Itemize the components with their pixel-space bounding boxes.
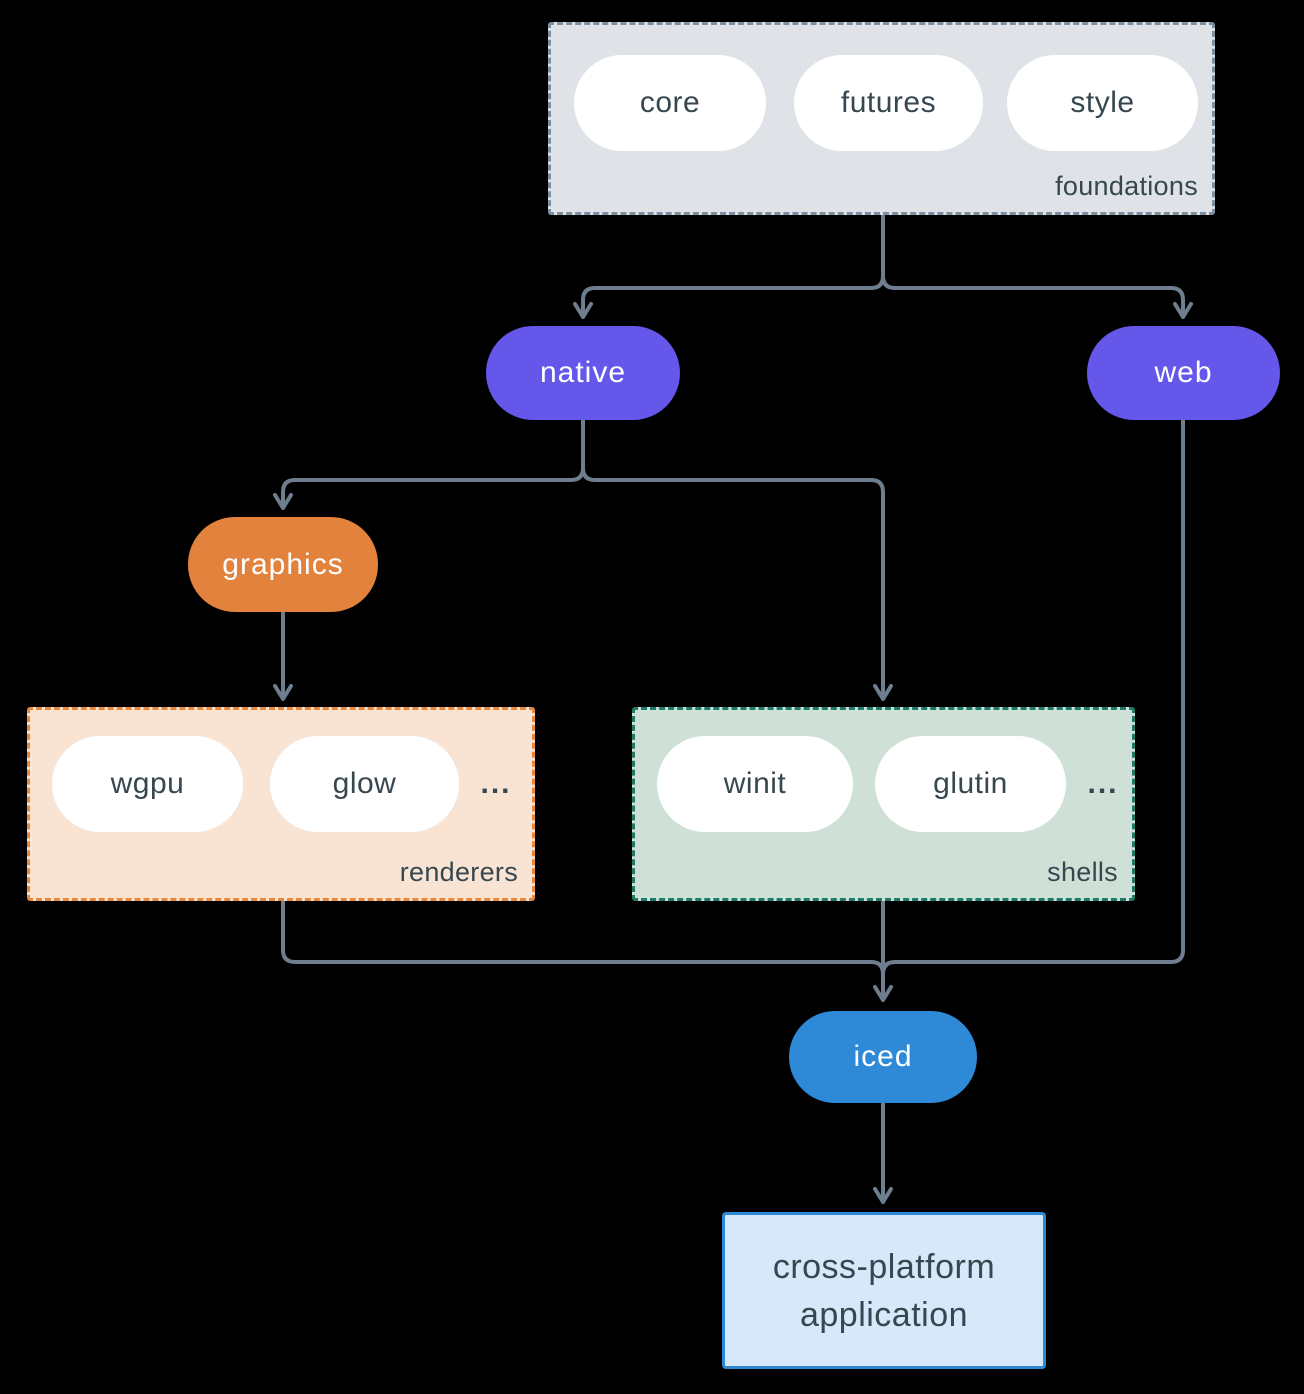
group-shells: winit glutin ... shells [632,707,1135,901]
node-style: style [1007,55,1198,151]
node-core: core [574,55,766,151]
edge-foundations-native [573,213,885,319]
group-foundations: core futures style foundations [548,22,1215,215]
edge-graphics-renderers [273,611,293,701]
node-native: native [486,326,680,420]
node-iced: iced [789,1011,977,1103]
node-futures: futures [794,55,983,151]
group-foundations-label: foundations [1055,171,1198,201]
node-glow: glow [270,736,459,832]
node-cross-platform-application: cross-platform application [722,1212,1046,1369]
edge-shells-iced [873,900,893,1002]
group-shells-label: shells [1047,857,1118,887]
node-graphics: graphics [188,517,378,612]
node-winit: winit [657,736,853,832]
node-wgpu: wgpu [52,736,243,832]
edge-native-graphics [273,419,585,510]
edge-renderers-iced [281,900,885,976]
group-renderers: wgpu glow ... renderers [27,707,535,901]
app-label-line2: application [799,1295,969,1334]
app-label-line1: cross-platform [772,1247,996,1286]
shells-ellipsis: ... [1087,767,1119,800]
edge-iced-app [873,1101,893,1204]
node-web: web [1087,326,1280,420]
edge-native-shells [581,419,893,701]
node-glutin: glutin [875,736,1066,832]
renderers-ellipsis: ... [480,767,512,800]
edge-foundations-web [881,213,1193,319]
group-renderers-label: renderers [399,857,518,887]
